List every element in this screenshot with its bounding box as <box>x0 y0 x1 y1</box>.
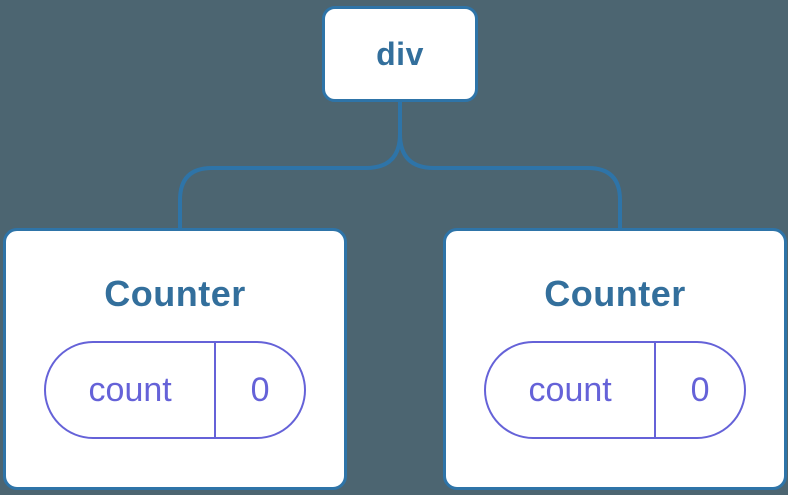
state-key-cell: count <box>46 343 217 437</box>
component-card-counter-right: Counter count 0 <box>443 228 787 490</box>
component-card-counter-left: Counter count 0 <box>3 228 347 490</box>
state-value: 0 <box>250 370 270 409</box>
state-pill: count 0 <box>484 341 746 439</box>
tree-branch-right-line <box>398 102 622 230</box>
component-title: Counter <box>544 273 686 314</box>
component-title: Counter <box>104 273 246 314</box>
tree-branch-left-line <box>178 102 402 230</box>
state-key-label: count <box>88 370 172 409</box>
state-key-label: count <box>528 370 612 409</box>
state-value-cell: 0 <box>656 343 744 437</box>
root-node: div <box>322 6 478 102</box>
state-value-cell: 0 <box>216 343 304 437</box>
root-node-label: div <box>376 35 424 72</box>
state-value: 0 <box>690 370 710 409</box>
state-key-cell: count <box>486 343 657 437</box>
state-pill: count 0 <box>44 341 306 439</box>
